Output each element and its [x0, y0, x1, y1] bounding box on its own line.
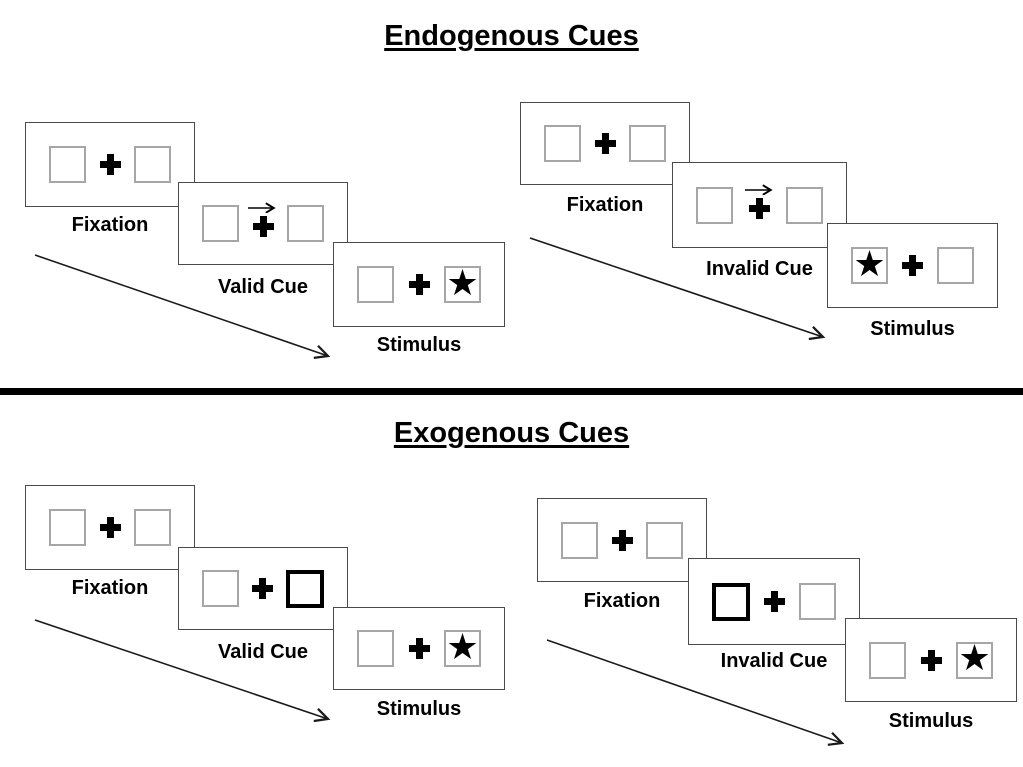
right-placeholder-box: [799, 583, 836, 620]
exogenous-section-title: Exogenous Cues: [393, 417, 630, 449]
step-label-valid-cue: Valid Cue: [217, 641, 309, 663]
sequence-arrow: [529, 237, 826, 341]
left-placeholder-box: [544, 125, 581, 162]
endogenous-valid-stimulus-panel: ★: [333, 242, 505, 327]
step-label-invalid-cue: Invalid Cue: [706, 258, 813, 280]
step-label-fixation: Fixation: [71, 577, 149, 599]
right-placeholder-box: [786, 186, 823, 224]
endogenous-invalid-fixation-panel: [520, 102, 690, 185]
sequence-arrow: [34, 619, 331, 723]
cue-arrow-icon: [744, 184, 777, 195]
star-icon: ★: [958, 638, 991, 679]
fixation-cross-icon: [764, 591, 785, 612]
step-label-valid-cue: Valid Cue: [217, 276, 309, 298]
right-target-box: ★: [956, 638, 993, 679]
endogenous-invalid-stimulus-panel: ★: [827, 223, 998, 308]
left-placeholder-box: [202, 570, 239, 607]
fixation-cross-icon: [99, 517, 121, 538]
exogenous-invalid-stimulus-panel: ★: [845, 618, 1017, 702]
step-label-stimulus: Stimulus: [376, 698, 462, 720]
fixation-cross-icon: [920, 649, 942, 671]
step-label-fixation: Fixation: [566, 194, 644, 216]
right-placeholder-box: [646, 521, 683, 559]
sequence-arrow: [34, 254, 331, 359]
central-cue: [743, 184, 777, 219]
fixation-cross-icon: [408, 274, 430, 295]
left-placeholder-box: [202, 205, 239, 242]
right-placeholder-box: [287, 205, 324, 242]
fixation-cross-icon: [99, 154, 121, 175]
left-placeholder-box: [357, 266, 394, 303]
fixation-cross-icon: [611, 529, 633, 551]
central-cue: [246, 202, 280, 237]
star-icon: ★: [446, 262, 479, 304]
right-placeholder-box: [629, 125, 666, 162]
left-placeholder-box: [869, 641, 906, 679]
fixation-cross-icon: [594, 133, 616, 154]
left-highlighted-cue-box: [712, 582, 750, 621]
fixation-cross-icon: [252, 578, 273, 599]
star-icon: ★: [446, 626, 479, 668]
step-label-invalid-cue: Invalid Cue: [720, 650, 828, 672]
fixation-cross-icon: [252, 216, 274, 237]
step-label-stimulus: Stimulus: [870, 318, 955, 340]
exogenous-valid-stimulus-panel: ★: [333, 607, 505, 690]
fixation-cross-icon: [902, 255, 923, 276]
section-divider: [0, 388, 1023, 395]
exogenous-valid-fixation-panel: [25, 485, 195, 570]
step-label-fixation: Fixation: [71, 214, 149, 236]
left-placeholder-box: [49, 509, 86, 546]
exogenous-valid-cue-panel: [178, 547, 348, 630]
left-placeholder-box: [696, 186, 733, 224]
right-placeholder-box: [134, 146, 171, 183]
exogenous-invalid-cue-panel: [688, 558, 860, 645]
endogenous-valid-cue-panel: [178, 182, 348, 265]
right-placeholder-box: [937, 247, 974, 284]
endogenous-invalid-cue-panel: [672, 162, 847, 248]
sequence-arrow: [546, 639, 845, 746]
left-placeholder-box: [357, 630, 394, 667]
right-target-box: ★: [444, 626, 481, 668]
right-target-box: ★: [444, 262, 481, 304]
right-highlighted-cue-box: [286, 569, 324, 608]
cue-arrow-icon: [248, 202, 280, 213]
star-icon: ★: [853, 243, 886, 285]
right-placeholder-box: [134, 509, 171, 546]
step-label-stimulus: Stimulus: [888, 710, 974, 732]
exogenous-invalid-fixation-panel: [537, 498, 707, 582]
left-target-box: ★: [851, 243, 888, 285]
fixation-cross-icon: [749, 197, 770, 219]
left-placeholder-box: [561, 521, 598, 559]
step-label-stimulus: Stimulus: [376, 334, 462, 356]
endogenous-valid-fixation-panel: [25, 122, 195, 207]
endogenous-section-title: Endogenous Cues: [384, 20, 639, 52]
step-label-fixation: Fixation: [583, 590, 661, 612]
fixation-cross-icon: [408, 638, 430, 659]
left-placeholder-box: [49, 146, 86, 183]
